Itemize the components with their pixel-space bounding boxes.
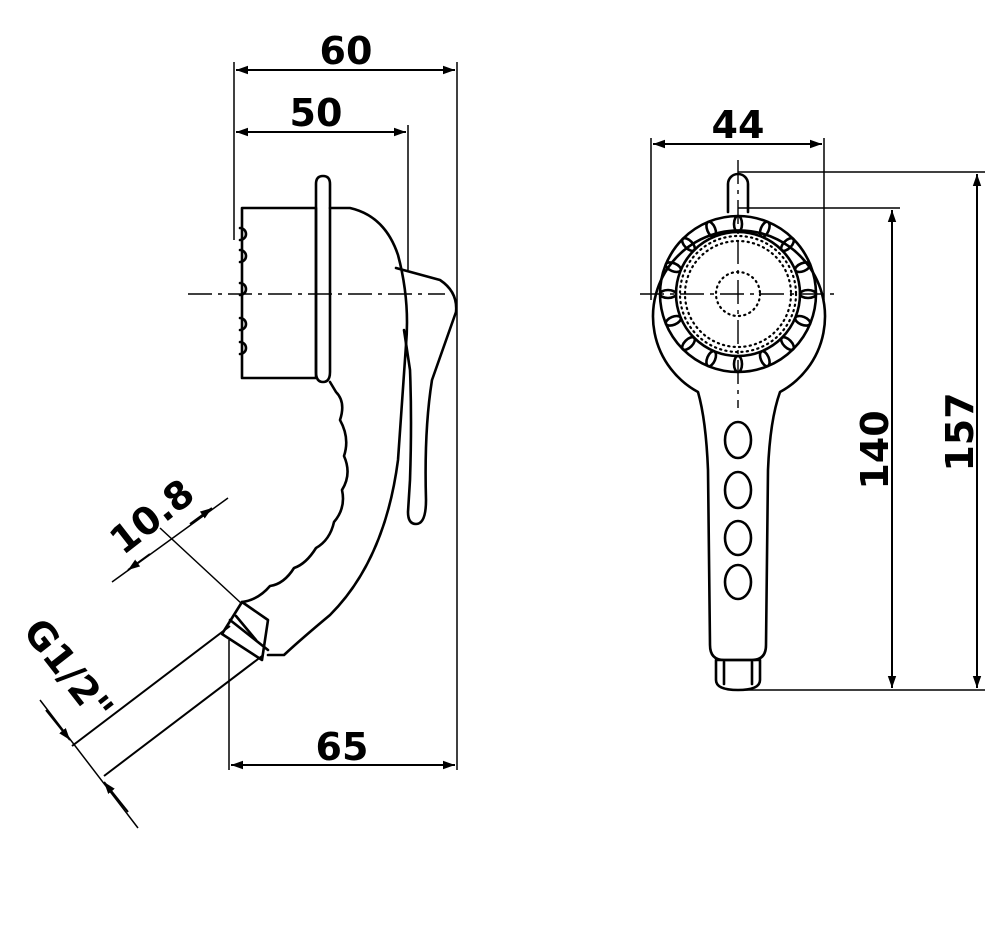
extension-line bbox=[159, 527, 243, 605]
dimension-arrow bbox=[127, 553, 151, 571]
handle-back bbox=[266, 206, 409, 657]
grip-oval bbox=[723, 420, 753, 460]
hanger-loop bbox=[726, 172, 750, 214]
ring-slot bbox=[758, 349, 771, 368]
handle-grip-wave bbox=[240, 380, 349, 604]
spray-face bbox=[240, 206, 318, 380]
ring-slot bbox=[680, 236, 697, 253]
ring-slots bbox=[658, 214, 818, 374]
spray-dots-center bbox=[714, 270, 762, 318]
spray-dots-outer bbox=[678, 234, 798, 354]
side-view: 60 50 65 bbox=[15, 29, 458, 829]
dimension-60: 60 bbox=[236, 29, 455, 75]
dimension-65: 65 bbox=[231, 725, 455, 770]
dimension-10-8: 10.8 bbox=[102, 471, 243, 605]
dimension-arrow bbox=[45, 709, 71, 741]
thread-size-label: G1/2" bbox=[15, 610, 122, 730]
dimension-arrow bbox=[103, 781, 129, 813]
ring-slot bbox=[705, 349, 718, 368]
connector-line bbox=[228, 618, 270, 652]
dimension-50: 50 bbox=[236, 91, 406, 137]
ring-slot bbox=[758, 220, 771, 239]
thread-outline bbox=[103, 655, 263, 777]
nozzle-ribs bbox=[238, 226, 248, 356]
ring-slot bbox=[732, 214, 744, 234]
ring-slot bbox=[680, 335, 697, 352]
dimension-label-face-width: 50 bbox=[290, 91, 343, 135]
ring-slot bbox=[732, 354, 744, 374]
spray-dots-inner bbox=[683, 239, 793, 349]
dimension-label-length-to-head: 140 bbox=[853, 410, 897, 489]
ring-slot bbox=[658, 288, 678, 300]
dimension-44: 44 bbox=[653, 103, 822, 149]
ring-slot bbox=[779, 236, 796, 253]
front-view: 44 140 157 bbox=[640, 103, 985, 692]
dimension-label-top-width: 60 bbox=[320, 29, 373, 73]
thread-outline bbox=[71, 625, 231, 747]
grip-oval bbox=[723, 519, 753, 557]
face-ring bbox=[314, 174, 332, 384]
grip-oval bbox=[723, 470, 753, 510]
dimension-label-bottom-width: 65 bbox=[316, 725, 369, 769]
ring-slot bbox=[779, 335, 796, 352]
mode-selector-lever bbox=[394, 266, 458, 526]
hose-connector bbox=[714, 658, 762, 692]
ring-slot bbox=[793, 314, 812, 327]
dimension-arrow bbox=[189, 507, 213, 525]
dimension-label-head-width: 44 bbox=[712, 103, 765, 147]
ring-slot bbox=[664, 261, 683, 274]
dimension-140: 140 bbox=[853, 210, 897, 688]
dimension-157: 157 bbox=[938, 174, 982, 688]
dimension-label-total-length: 157 bbox=[938, 392, 982, 471]
dimension-label-connector: 10.8 bbox=[102, 471, 203, 563]
ring-slot bbox=[705, 220, 718, 239]
ring-slot bbox=[793, 261, 812, 274]
grip-oval bbox=[723, 563, 753, 601]
ring-slot bbox=[798, 288, 818, 300]
connector-nut bbox=[220, 600, 270, 662]
dimension-thread: G1/2" bbox=[15, 610, 139, 829]
connector-line bbox=[234, 614, 258, 642]
ring-slot bbox=[664, 314, 683, 327]
